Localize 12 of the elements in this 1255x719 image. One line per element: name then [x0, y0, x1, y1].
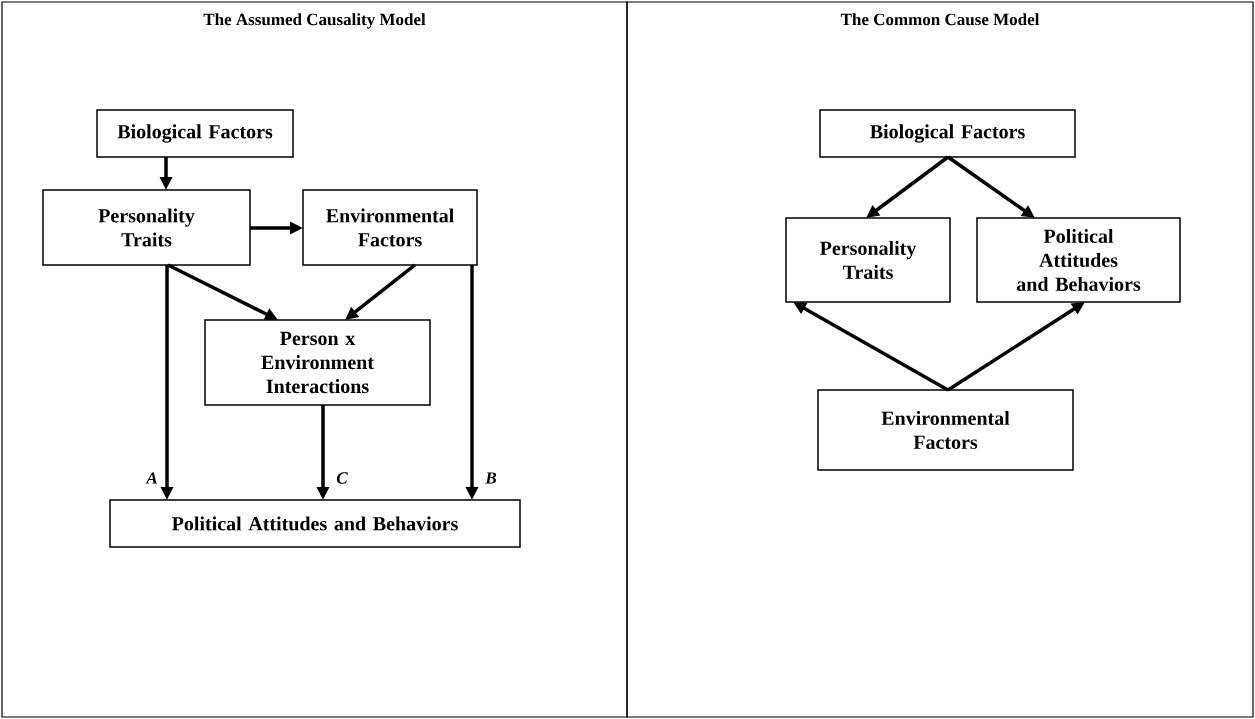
- factor-box: Political Attitudes and Behaviors: [109, 499, 521, 548]
- factor-box: Person x Environment Interactions: [204, 319, 431, 406]
- factor-box: Political Attitudes and Behaviors: [976, 217, 1181, 303]
- factor-box: Environmental Factors: [302, 189, 478, 266]
- edge-label: A: [145, 472, 157, 484]
- edge-label: C: [336, 472, 348, 484]
- factor-box: Biological Factors: [96, 109, 294, 158]
- factor-box: Biological Factors: [819, 109, 1076, 158]
- factor-box: Personality Traits: [785, 217, 951, 303]
- edge-label: B: [485, 472, 497, 484]
- factor-box: Personality Traits: [42, 189, 251, 266]
- factor-box: Environmental Factors: [817, 389, 1074, 471]
